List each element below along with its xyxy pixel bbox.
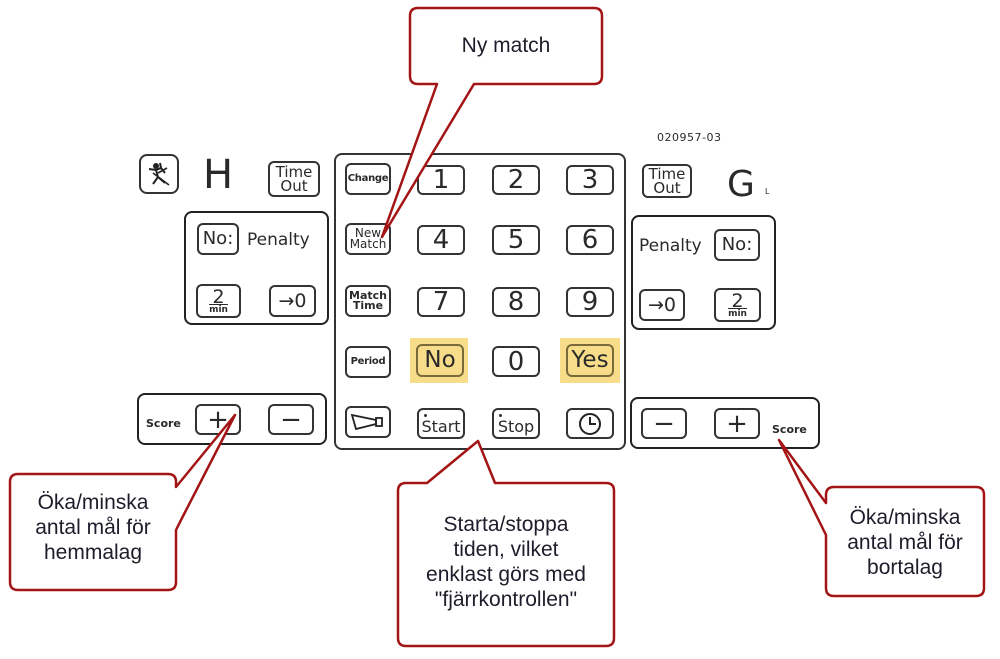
horn-icon [350, 413, 383, 431]
home-player-icon-key [139, 154, 179, 194]
new-match-line1: New [354, 225, 382, 240]
home-penalty-2min-button[interactable]: 2 min [196, 284, 241, 318]
callout-start-stop-line2: tiden, vilket [453, 538, 559, 561]
clock-button[interactable] [566, 408, 614, 439]
guest-score-plus-button[interactable]: + [714, 408, 760, 439]
digit-7-button[interactable]: 7 [417, 287, 465, 317]
home-score-plus-button[interactable]: + [195, 404, 241, 435]
digit-8-button[interactable]: 8 [492, 287, 540, 317]
guest-score-panel: − + Score [630, 397, 820, 449]
home-team-letter: H [203, 152, 234, 198]
guest-penalty-panel: Penalty No: →0 2 min [631, 215, 776, 330]
home-penalty-panel: No: Penalty 2 min →0 [184, 211, 329, 325]
digit-1-button[interactable]: 1 [417, 165, 465, 195]
guest-penalty-reset-button[interactable]: →0 [639, 289, 685, 321]
callout-home-line1: Öka/minska [37, 491, 149, 514]
callout-guest-score-text: Öka/minska antal mål för bortalag [826, 505, 984, 580]
callout-home-line2: antal mål för [35, 516, 151, 539]
change-button[interactable]: Change [345, 163, 391, 195]
digit-3-button[interactable]: 3 [566, 165, 614, 195]
digit-5-button[interactable]: 5 [492, 225, 540, 255]
callout-guest-line1: Öka/minska [849, 506, 961, 529]
guest-corner-mark: L [765, 187, 770, 196]
period-button[interactable]: Period [345, 346, 391, 378]
home-score-label: Score [146, 417, 181, 430]
new-match-button[interactable]: New Match [345, 223, 391, 255]
digit-0-button[interactable]: 0 [492, 346, 540, 377]
stop-button[interactable]: Stop [492, 408, 540, 439]
callout-home-line3: hemmalag [43, 541, 143, 564]
clock-icon [579, 412, 601, 435]
yes-button[interactable]: Yes [566, 344, 614, 377]
match-time-button[interactable]: Match Time [345, 285, 391, 317]
player-icon [148, 162, 170, 186]
home-score-panel: Score + − [137, 393, 327, 445]
no-button[interactable]: No [416, 344, 464, 377]
guest-score-minus-button[interactable]: − [641, 408, 687, 439]
guest-timeout-line2: Out [653, 179, 681, 197]
guest-score-label: Score [772, 423, 807, 436]
digit-9-button[interactable]: 9 [566, 287, 614, 317]
digit-6-button[interactable]: 6 [566, 225, 614, 255]
guest-penalty-number-button[interactable]: No: [714, 229, 760, 261]
callout-new-match-line: Ny match [461, 34, 551, 57]
home-2min-unit: min [209, 304, 228, 315]
guest-team-letter: G [727, 164, 755, 205]
home-timeout-line2: Out [280, 177, 308, 195]
callout-home-score-text: Öka/minska antal mål för hemmalag [10, 490, 176, 565]
home-timeout-line1: Time [275, 162, 313, 181]
callout-start-stop-line1: Starta/stoppa [443, 513, 569, 536]
home-2min-digit: 2 [212, 285, 225, 308]
new-match-line2: Match [349, 237, 387, 251]
digit-2-button[interactable]: 2 [492, 165, 540, 195]
callout-start-stop-line4: "fjärrkontrollen" [434, 588, 578, 611]
callout-start-stop-line3: enklast görs med [426, 563, 586, 586]
keypad-panel: Change 1 2 3 New Match 4 5 6 Match Time … [334, 153, 626, 450]
horn-button[interactable] [345, 406, 391, 438]
callout-start-stop-text: Starta/stoppa tiden, vilket enklast görs… [398, 512, 614, 612]
guest-2min-digit: 2 [731, 289, 744, 312]
guest-penalty-2min-button[interactable]: 2 min [714, 288, 761, 322]
callout-guest-line2: antal mål för [847, 531, 963, 554]
start-button[interactable]: Start [417, 408, 465, 439]
guest-timeout-line1: Time [648, 164, 686, 183]
part-number: 020957-03 [657, 131, 722, 144]
guest-penalty-label: Penalty [639, 236, 702, 256]
guest-2min-unit: min [728, 308, 747, 319]
home-score-minus-button[interactable]: − [268, 404, 314, 435]
match-time-line1: Match [349, 288, 387, 302]
home-penalty-label: Penalty [247, 230, 310, 250]
home-timeout-button[interactable]: Time Out [268, 161, 320, 197]
digit-4-button[interactable]: 4 [417, 225, 465, 255]
match-time-line2: Time [352, 299, 384, 312]
home-penalty-number-button[interactable]: No: [197, 223, 239, 255]
callout-new-match-text: Ny match [410, 33, 602, 58]
callout-guest-line3: bortalag [867, 556, 943, 579]
guest-timeout-button[interactable]: Time Out [642, 164, 692, 198]
home-penalty-reset-button[interactable]: →0 [269, 285, 316, 317]
